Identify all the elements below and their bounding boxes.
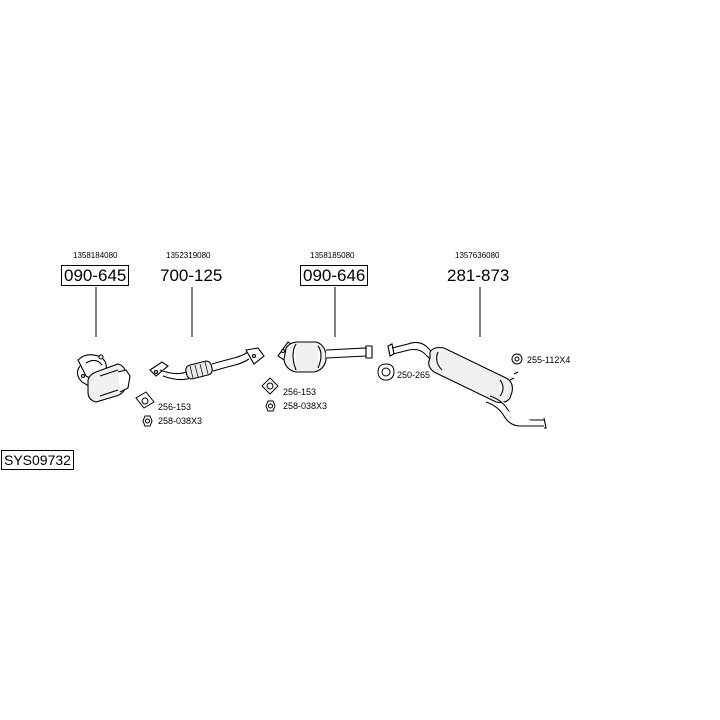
catalytic-converter-1[interactable]	[76, 354, 131, 403]
rubber-mount-icon[interactable]	[511, 353, 523, 365]
oe-number-2: 1352319080	[166, 251, 211, 260]
part-number-3[interactable]: 090-646	[300, 265, 369, 286]
gasket-b-icon[interactable]	[261, 377, 279, 395]
gasket-a-icon[interactable]	[135, 391, 155, 409]
bolt-a-icon[interactable]	[142, 415, 153, 427]
catalytic-converter-3[interactable]	[277, 341, 373, 373]
clamp-icon[interactable]	[377, 363, 395, 381]
gasket-b-label: 256-153	[283, 387, 317, 397]
bolt-b-label: 258-038X3	[283, 401, 328, 411]
front-pipe-2[interactable]	[149, 347, 265, 381]
clamp-label: 250-265	[397, 370, 431, 380]
system-code: SYS09732	[1, 450, 74, 470]
rubber-mount-label: 255-112X4	[527, 355, 571, 365]
part-number-1[interactable]: 090-645	[61, 265, 130, 286]
bolt-a-label: 258-038X3	[158, 416, 203, 426]
gasket-a-label: 256-153	[158, 402, 192, 412]
rear-muffler-4[interactable]	[387, 341, 547, 429]
bolt-b-icon[interactable]	[265, 400, 276, 412]
oe-number-3: 1358185080	[310, 251, 355, 260]
oe-number-4: 1357636080	[455, 251, 500, 260]
oe-number-1: 1358184080	[73, 251, 118, 260]
part-number-4[interactable]: 281-873	[447, 266, 510, 285]
part-number-2[interactable]: 700-125	[160, 266, 223, 285]
